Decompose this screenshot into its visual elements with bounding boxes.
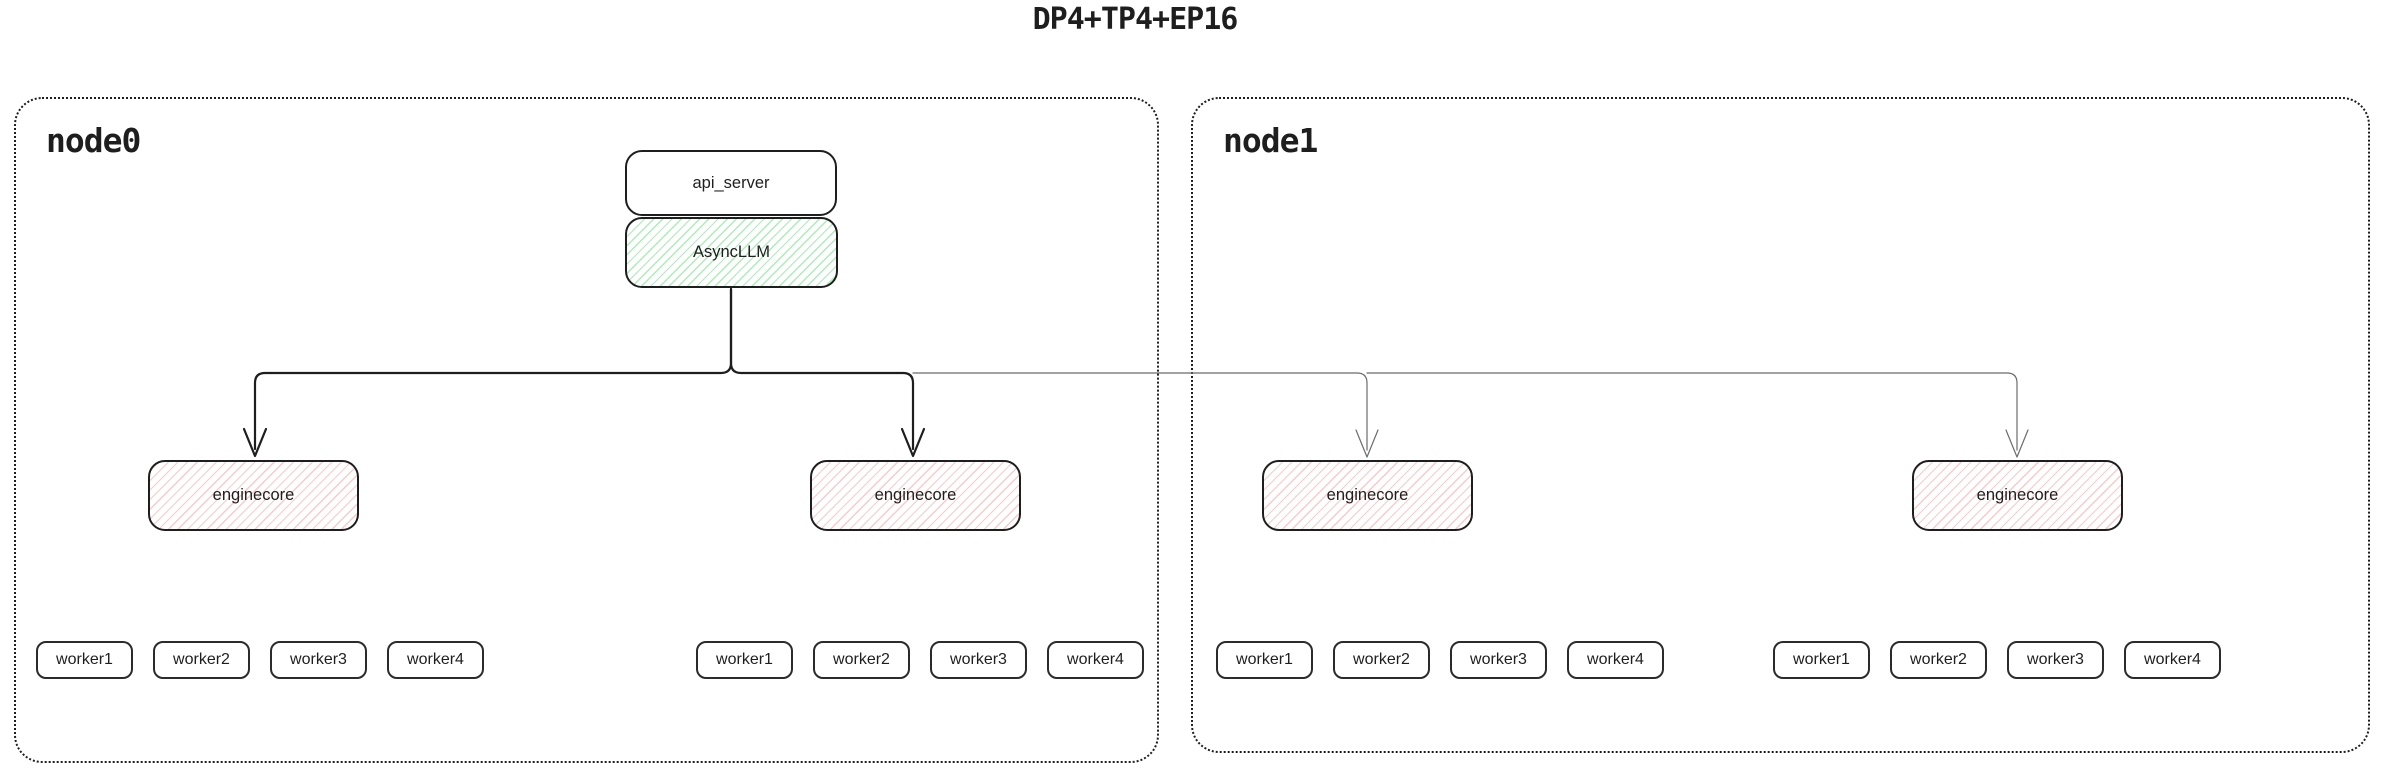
worker-label: worker3 (1470, 651, 1527, 668)
worker-box: worker3 (2007, 641, 2104, 679)
worker-box: worker4 (1567, 641, 1664, 679)
worker-label: worker4 (1587, 651, 1644, 668)
api-server-label: api_server (692, 173, 770, 192)
worker-box: worker1 (1773, 641, 1870, 679)
worker-label: worker2 (833, 651, 890, 668)
worker-label: worker3 (950, 651, 1007, 668)
worker-box: worker4 (2124, 641, 2221, 679)
enginecore-box-node1-1: enginecore (1262, 460, 1473, 531)
enginecore-label: enginecore (1976, 486, 2059, 504)
worker-box: worker2 (153, 641, 250, 679)
worker-group-node1-2: worker1 worker2 worker3 worker4 (1773, 641, 2221, 679)
worker-box: worker4 (1047, 641, 1144, 679)
enginecore-label: enginecore (874, 486, 957, 504)
worker-label: worker1 (716, 651, 773, 668)
enginecore-box-node1-2: enginecore (1912, 460, 2123, 531)
worker-label: worker3 (2027, 651, 2084, 668)
worker-box: worker3 (1450, 641, 1547, 679)
worker-box: worker3 (270, 641, 367, 679)
worker-box: worker1 (1216, 641, 1313, 679)
worker-box: worker2 (1333, 641, 1430, 679)
worker-box: worker2 (1890, 641, 1987, 679)
asyncllm-box: AsyncLLM (625, 217, 838, 288)
worker-label: worker2 (1910, 651, 1967, 668)
worker-box: worker1 (696, 641, 793, 679)
worker-label: worker4 (407, 651, 464, 668)
worker-group-node0-1: worker1 worker2 worker3 worker4 (36, 641, 484, 679)
worker-label: worker1 (56, 651, 113, 668)
diagram-title: DP4+TP4+EP16 (1032, 2, 1239, 37)
worker-label: worker4 (2144, 651, 2201, 668)
worker-box: worker2 (813, 641, 910, 679)
enginecore-box-node0-2: enginecore (810, 460, 1021, 531)
worker-label: worker4 (1067, 651, 1124, 668)
node1-label: node1 (1223, 121, 1318, 160)
worker-label: worker1 (1793, 651, 1850, 668)
worker-label: worker1 (1236, 651, 1293, 668)
worker-box: worker3 (930, 641, 1027, 679)
enginecore-label: enginecore (212, 486, 295, 504)
worker-group-node1-1: worker1 worker2 worker3 worker4 (1216, 641, 1664, 679)
node0-label: node0 (46, 121, 141, 160)
worker-box: worker4 (387, 641, 484, 679)
worker-label: worker2 (173, 651, 230, 668)
enginecore-label: enginecore (1326, 486, 1409, 504)
worker-box: worker1 (36, 641, 133, 679)
api-server-box: api_server (625, 150, 837, 216)
enginecore-box-node0-1: enginecore (148, 460, 359, 531)
worker-label: worker2 (1353, 651, 1410, 668)
worker-group-node0-2: worker1 worker2 worker3 worker4 (696, 641, 1144, 679)
asyncllm-label: AsyncLLM (692, 243, 771, 261)
worker-label: worker3 (290, 651, 347, 668)
